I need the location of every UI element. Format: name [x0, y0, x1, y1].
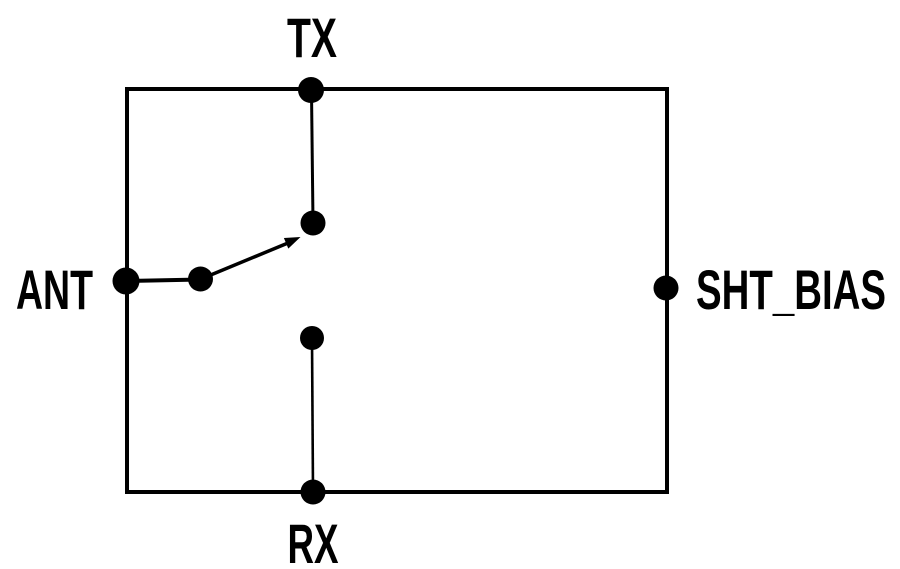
tx-pin-dot [298, 77, 324, 103]
rx-branch-wire [310, 338, 315, 492]
tx-branch-wire [310, 91, 315, 223]
rx-pin-dot [300, 479, 326, 505]
rx-throw-node-dot [300, 326, 324, 350]
rx-pin-label: RX [288, 512, 339, 569]
tx-throw-node-dot [300, 210, 326, 236]
sht-bias-pin-label: SHT_BIAS [696, 258, 886, 321]
tx-pin-label: TX [287, 6, 337, 69]
ant-pin-label: ANT [16, 258, 93, 321]
package-outline [125, 87, 669, 494]
switch-arm-wire [200, 241, 289, 281]
ant-pin-dot [112, 267, 140, 295]
ant-pole-node-dot [188, 266, 213, 292]
switch-arm-arrowhead-icon [283, 237, 301, 249]
sht-bias-pin-dot [653, 275, 679, 301]
